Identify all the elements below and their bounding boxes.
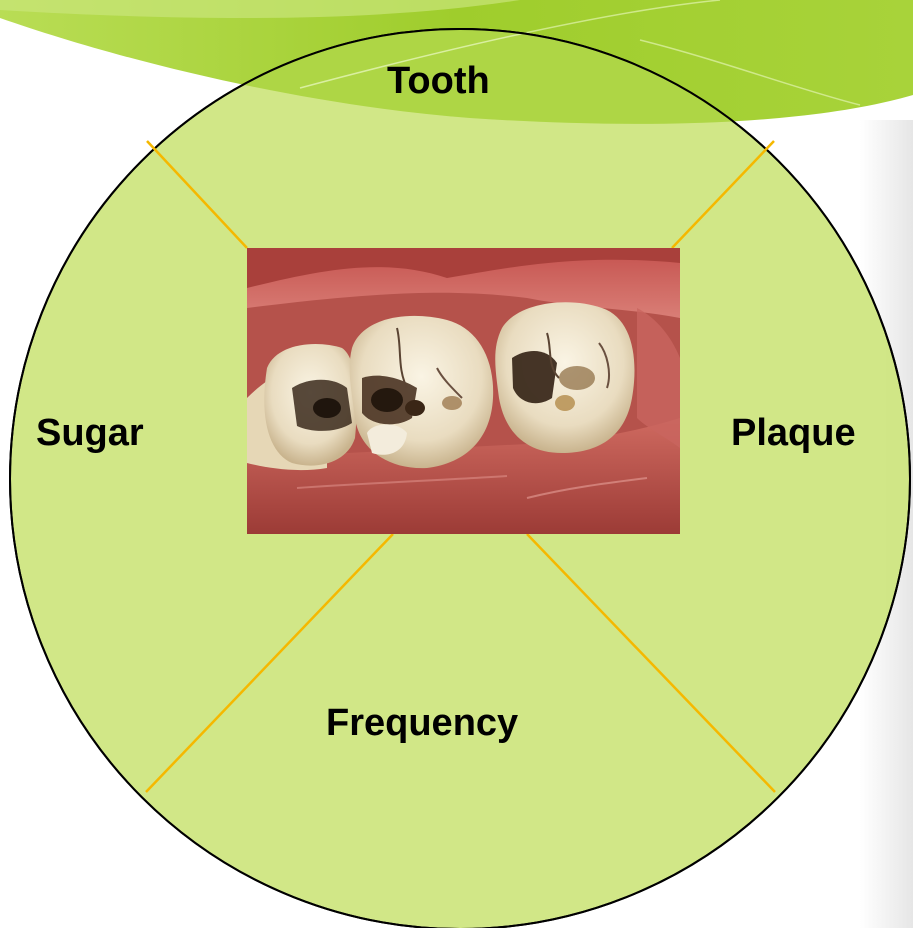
label-tooth: Tooth xyxy=(387,62,490,100)
label-sugar: Sugar xyxy=(36,414,144,452)
label-frequency: Frequency xyxy=(326,704,518,742)
label-plaque: Plaque xyxy=(731,414,856,452)
teeth-photo xyxy=(247,248,680,534)
